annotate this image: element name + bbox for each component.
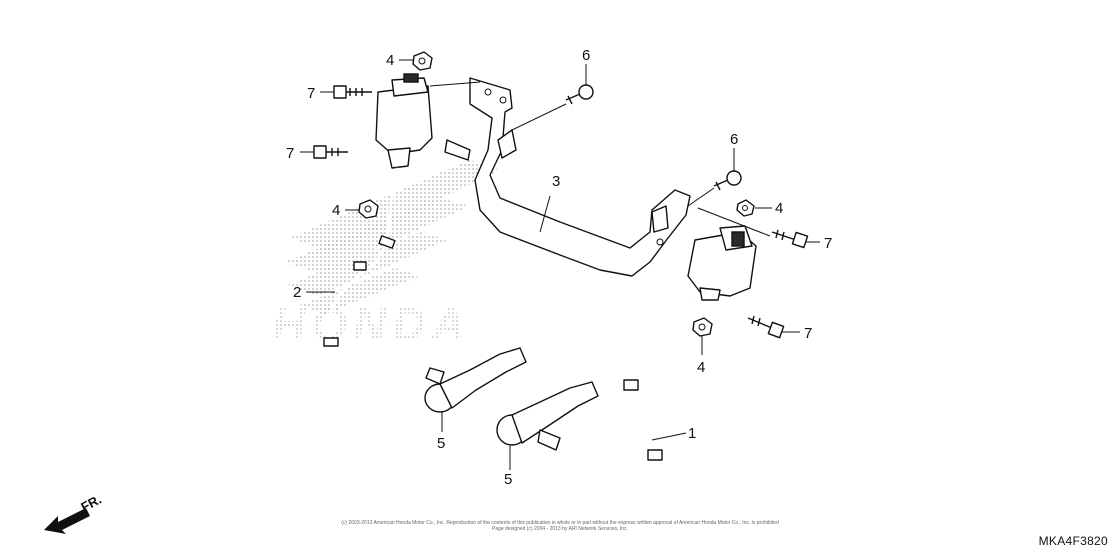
- callout-4-left: 4: [332, 202, 340, 219]
- callout-7-right-upper: 7: [824, 235, 832, 252]
- front-direction-indicator: FR.: [44, 492, 104, 534]
- nut-right-lower[interactable]: [692, 317, 713, 337]
- figure-code: MKA4F3820: [1038, 534, 1108, 548]
- bolt-right-lower[interactable]: [747, 315, 785, 339]
- callout-4-right-upper: 4: [775, 200, 783, 217]
- front-arrow-icon: [44, 508, 90, 534]
- copyright-notice: (c) 2003-2013 American Honda Motor Co., …: [310, 520, 810, 532]
- bolt-left-lower[interactable]: [313, 145, 348, 159]
- callout-6-lower: 6: [730, 131, 738, 148]
- ignition-coil-left[interactable]: [375, 73, 433, 169]
- callouts: 1 2 3 4 4 4 4 5 5 6 6 7 7 7 7: [286, 47, 832, 488]
- callout-1: 1: [688, 425, 696, 442]
- high-tension-cord-left[interactable]: [323, 167, 400, 372]
- callout-5-lower: 5: [504, 471, 512, 488]
- honda-watermark-text: HONDA: [272, 298, 471, 350]
- nut-left[interactable]: [358, 199, 379, 219]
- callout-6-upper: 6: [582, 47, 590, 64]
- callout-4-top: 4: [386, 52, 394, 69]
- honda-wing-watermark: [285, 160, 500, 314]
- callout-5-upper: 5: [437, 435, 445, 452]
- ignition-coil-right[interactable]: [687, 225, 757, 301]
- high-tension-cord-right[interactable]: [579, 298, 692, 485]
- callout-7-left-lower: 7: [286, 145, 294, 162]
- callout-3: 3: [552, 173, 560, 190]
- bolt-flange-lower[interactable]: [713, 170, 742, 191]
- nut-right-upper[interactable]: [736, 199, 755, 217]
- callout-2: 2: [293, 284, 301, 301]
- callout-7-left-upper: 7: [307, 85, 315, 102]
- bolt-right-upper[interactable]: [771, 229, 809, 249]
- copyright-line-1: (c) 2003-2013 American Honda Motor Co., …: [341, 520, 779, 526]
- spark-plug-cap-upper[interactable]: [424, 347, 527, 413]
- copyright-line-2: Page designed (c) 2004 - 2013 by ARI Net…: [492, 526, 628, 532]
- bolt-left-upper[interactable]: [333, 85, 372, 99]
- callout-7-right-lower: 7: [804, 325, 812, 342]
- callout-4-right-lower: 4: [697, 359, 705, 376]
- leader-lines: [300, 59, 820, 470]
- bolt-flange-upper[interactable]: [565, 84, 594, 105]
- nut-top[interactable]: [412, 51, 433, 71]
- spark-plug-cap-lower[interactable]: [496, 381, 599, 451]
- ignition-coil-bracket[interactable]: [444, 77, 691, 277]
